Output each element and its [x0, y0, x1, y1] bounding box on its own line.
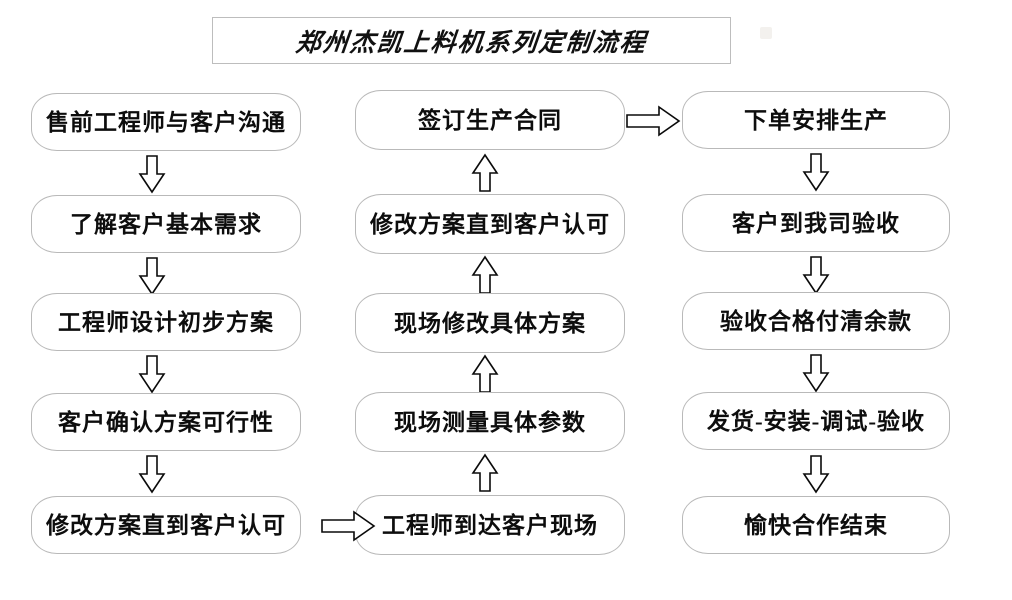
arrow-down-r4-r5 — [802, 455, 830, 494]
node-l5[interactable]: 修改方案直到客户认可 — [31, 496, 301, 554]
node-m1[interactable]: 签订生产合同 — [355, 90, 625, 150]
node-l1-label: 售前工程师与客户沟通 — [46, 109, 286, 135]
node-r3[interactable]: 验收合格付清余款 — [682, 292, 950, 350]
node-r2[interactable]: 客户到我司验收 — [682, 194, 950, 252]
node-r1[interactable]: 下单安排生产 — [682, 91, 950, 149]
arrow-down-l3-l4 — [138, 355, 166, 394]
node-m3-label: 现场修改具体方案 — [394, 310, 586, 336]
node-m5[interactable]: 工程师到达客户现场 — [355, 495, 625, 555]
arrow-right-l5-m5 — [321, 510, 376, 542]
node-m5-label: 工程师到达客户现场 — [382, 512, 598, 538]
node-l5-label: 修改方案直到客户认可 — [46, 512, 286, 538]
node-m4-label: 现场测量具体参数 — [394, 409, 586, 435]
arrow-right-m1-r1 — [626, 105, 681, 137]
node-r5[interactable]: 愉快合作结束 — [682, 496, 950, 554]
node-m2-label: 修改方案直到客户认可 — [370, 211, 610, 237]
node-m2[interactable]: 修改方案直到客户认可 — [355, 194, 625, 254]
node-l3-label: 工程师设计初步方案 — [58, 309, 274, 335]
node-l3[interactable]: 工程师设计初步方案 — [31, 293, 301, 351]
node-r4[interactable]: 发货-安装-调试-验收 — [682, 392, 950, 450]
node-r3-label: 验收合格付清余款 — [720, 308, 912, 334]
arrow-up-m2-m1 — [471, 153, 499, 192]
arrow-down-r3-r4 — [802, 354, 830, 393]
arrow-up-m4-m3 — [471, 354, 499, 393]
watermark-mark — [760, 27, 772, 39]
node-m4[interactable]: 现场测量具体参数 — [355, 392, 625, 452]
node-r4-label: 发货-安装-调试-验收 — [707, 408, 925, 434]
chart-title-text: 郑州杰凯上料机系列定制流程 — [294, 29, 649, 57]
arrow-down-r2-r3 — [802, 256, 830, 295]
node-l2[interactable]: 了解客户基本需求 — [31, 195, 301, 253]
node-m3[interactable]: 现场修改具体方案 — [355, 293, 625, 353]
chart-title-box: 郑州杰凯上料机系列定制流程 — [212, 17, 731, 64]
node-l4[interactable]: 客户确认方案可行性 — [31, 393, 301, 451]
arrow-down-l4-l5 — [138, 455, 166, 494]
node-r1-label: 下单安排生产 — [744, 107, 888, 133]
arrow-up-m5-m4 — [471, 453, 499, 492]
arrow-down-l2-l3 — [138, 257, 166, 296]
node-r5-label: 愉快合作结束 — [744, 512, 888, 538]
arrow-up-m3-m2 — [471, 255, 499, 294]
node-l2-label: 了解客户基本需求 — [70, 211, 262, 237]
node-l1[interactable]: 售前工程师与客户沟通 — [31, 93, 301, 151]
node-m1-label: 签订生产合同 — [418, 107, 562, 133]
arrow-down-r1-r2 — [802, 153, 830, 192]
node-l4-label: 客户确认方案可行性 — [58, 409, 274, 435]
arrow-down-l1-l2 — [138, 155, 166, 194]
node-r2-label: 客户到我司验收 — [732, 210, 900, 236]
